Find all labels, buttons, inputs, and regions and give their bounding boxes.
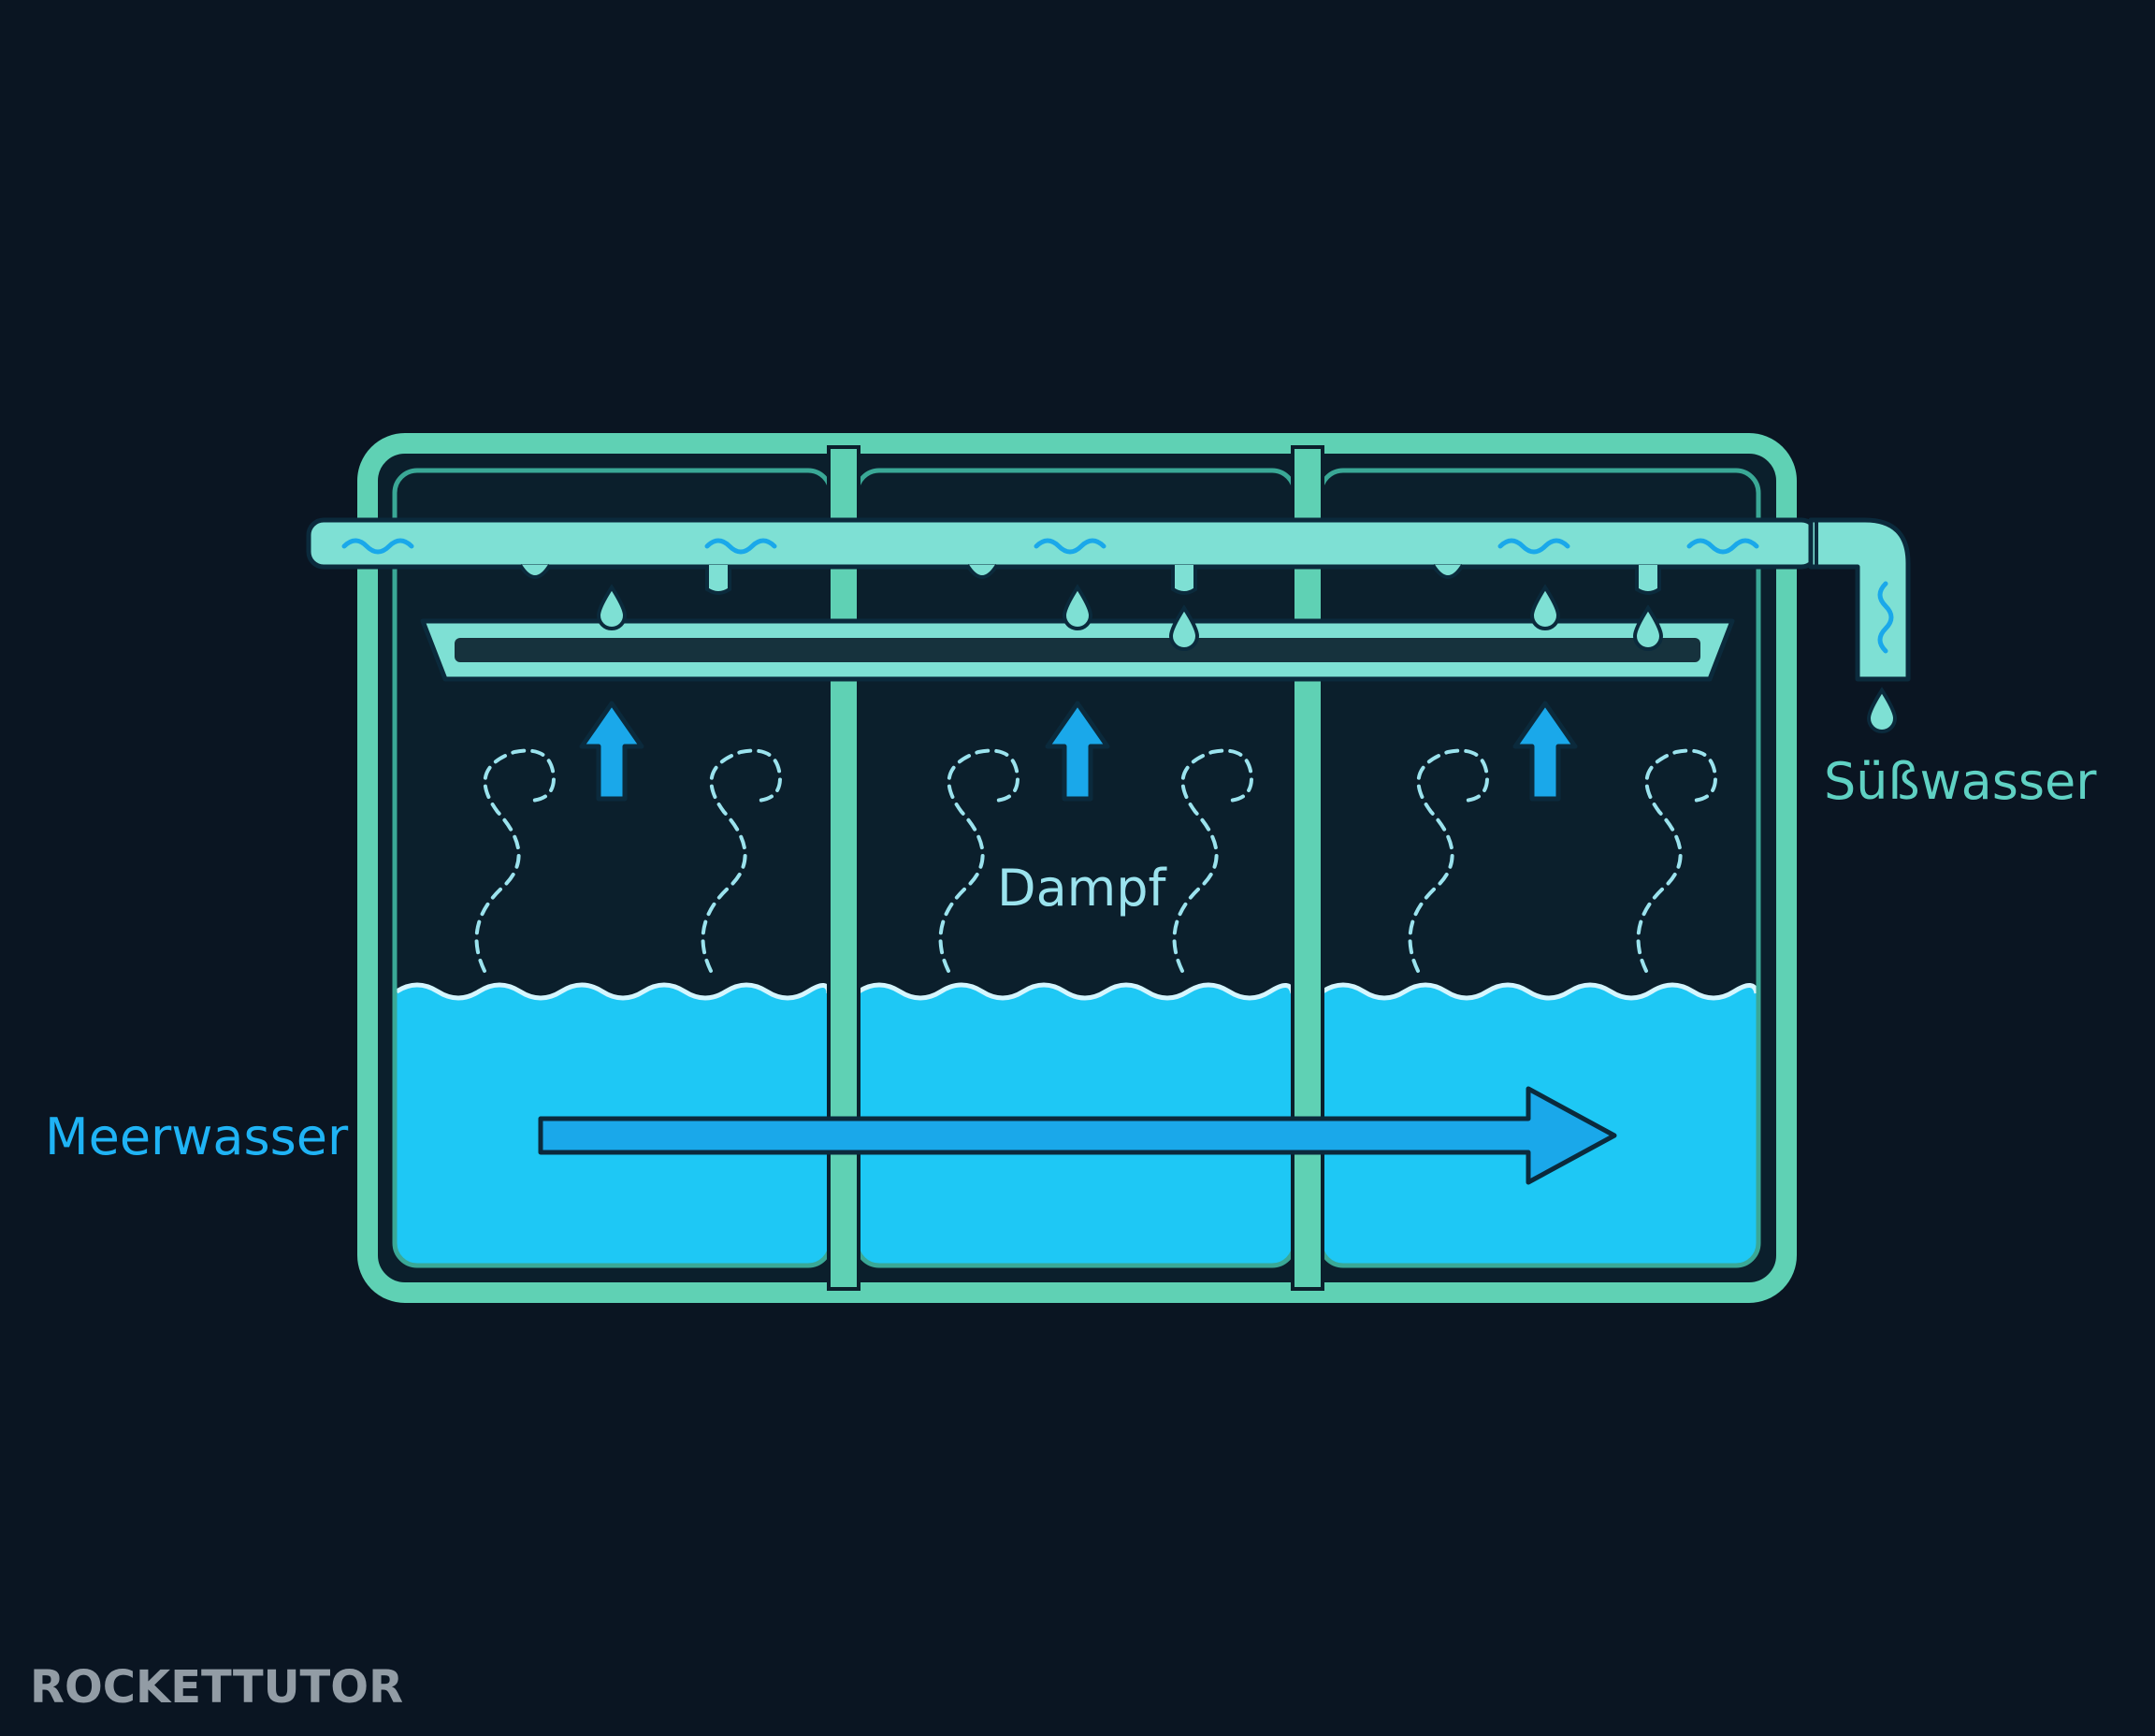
water-drop-icon	[1168, 604, 1200, 651]
partition-wall-1	[827, 445, 861, 1291]
water-drop-icon	[1529, 584, 1561, 630]
condenser-pipe	[306, 517, 1911, 682]
arrow-up-icon	[1512, 701, 1578, 802]
vapor-arrows	[579, 701, 1578, 802]
steam-wisps	[474, 748, 1718, 973]
condensate-droplets	[596, 584, 1898, 733]
steam-label: Dampf	[997, 859, 1168, 918]
seawater-label: Meerwasser	[45, 1107, 349, 1166]
water-drop-icon	[596, 584, 628, 630]
water-drop-icon	[1632, 604, 1664, 651]
arrow-up-icon	[579, 701, 644, 802]
water-drop-icon	[1062, 584, 1093, 630]
arrow-up-icon	[1045, 701, 1110, 802]
partition-wall-2	[1291, 445, 1324, 1291]
seawater-flow-arrow	[538, 1086, 1617, 1185]
watermark-logo: ROCKETTUTOR	[30, 1661, 403, 1714]
water-drop-icon	[1866, 687, 1898, 733]
freshwater-label: Süßwasser	[1824, 752, 2097, 811]
